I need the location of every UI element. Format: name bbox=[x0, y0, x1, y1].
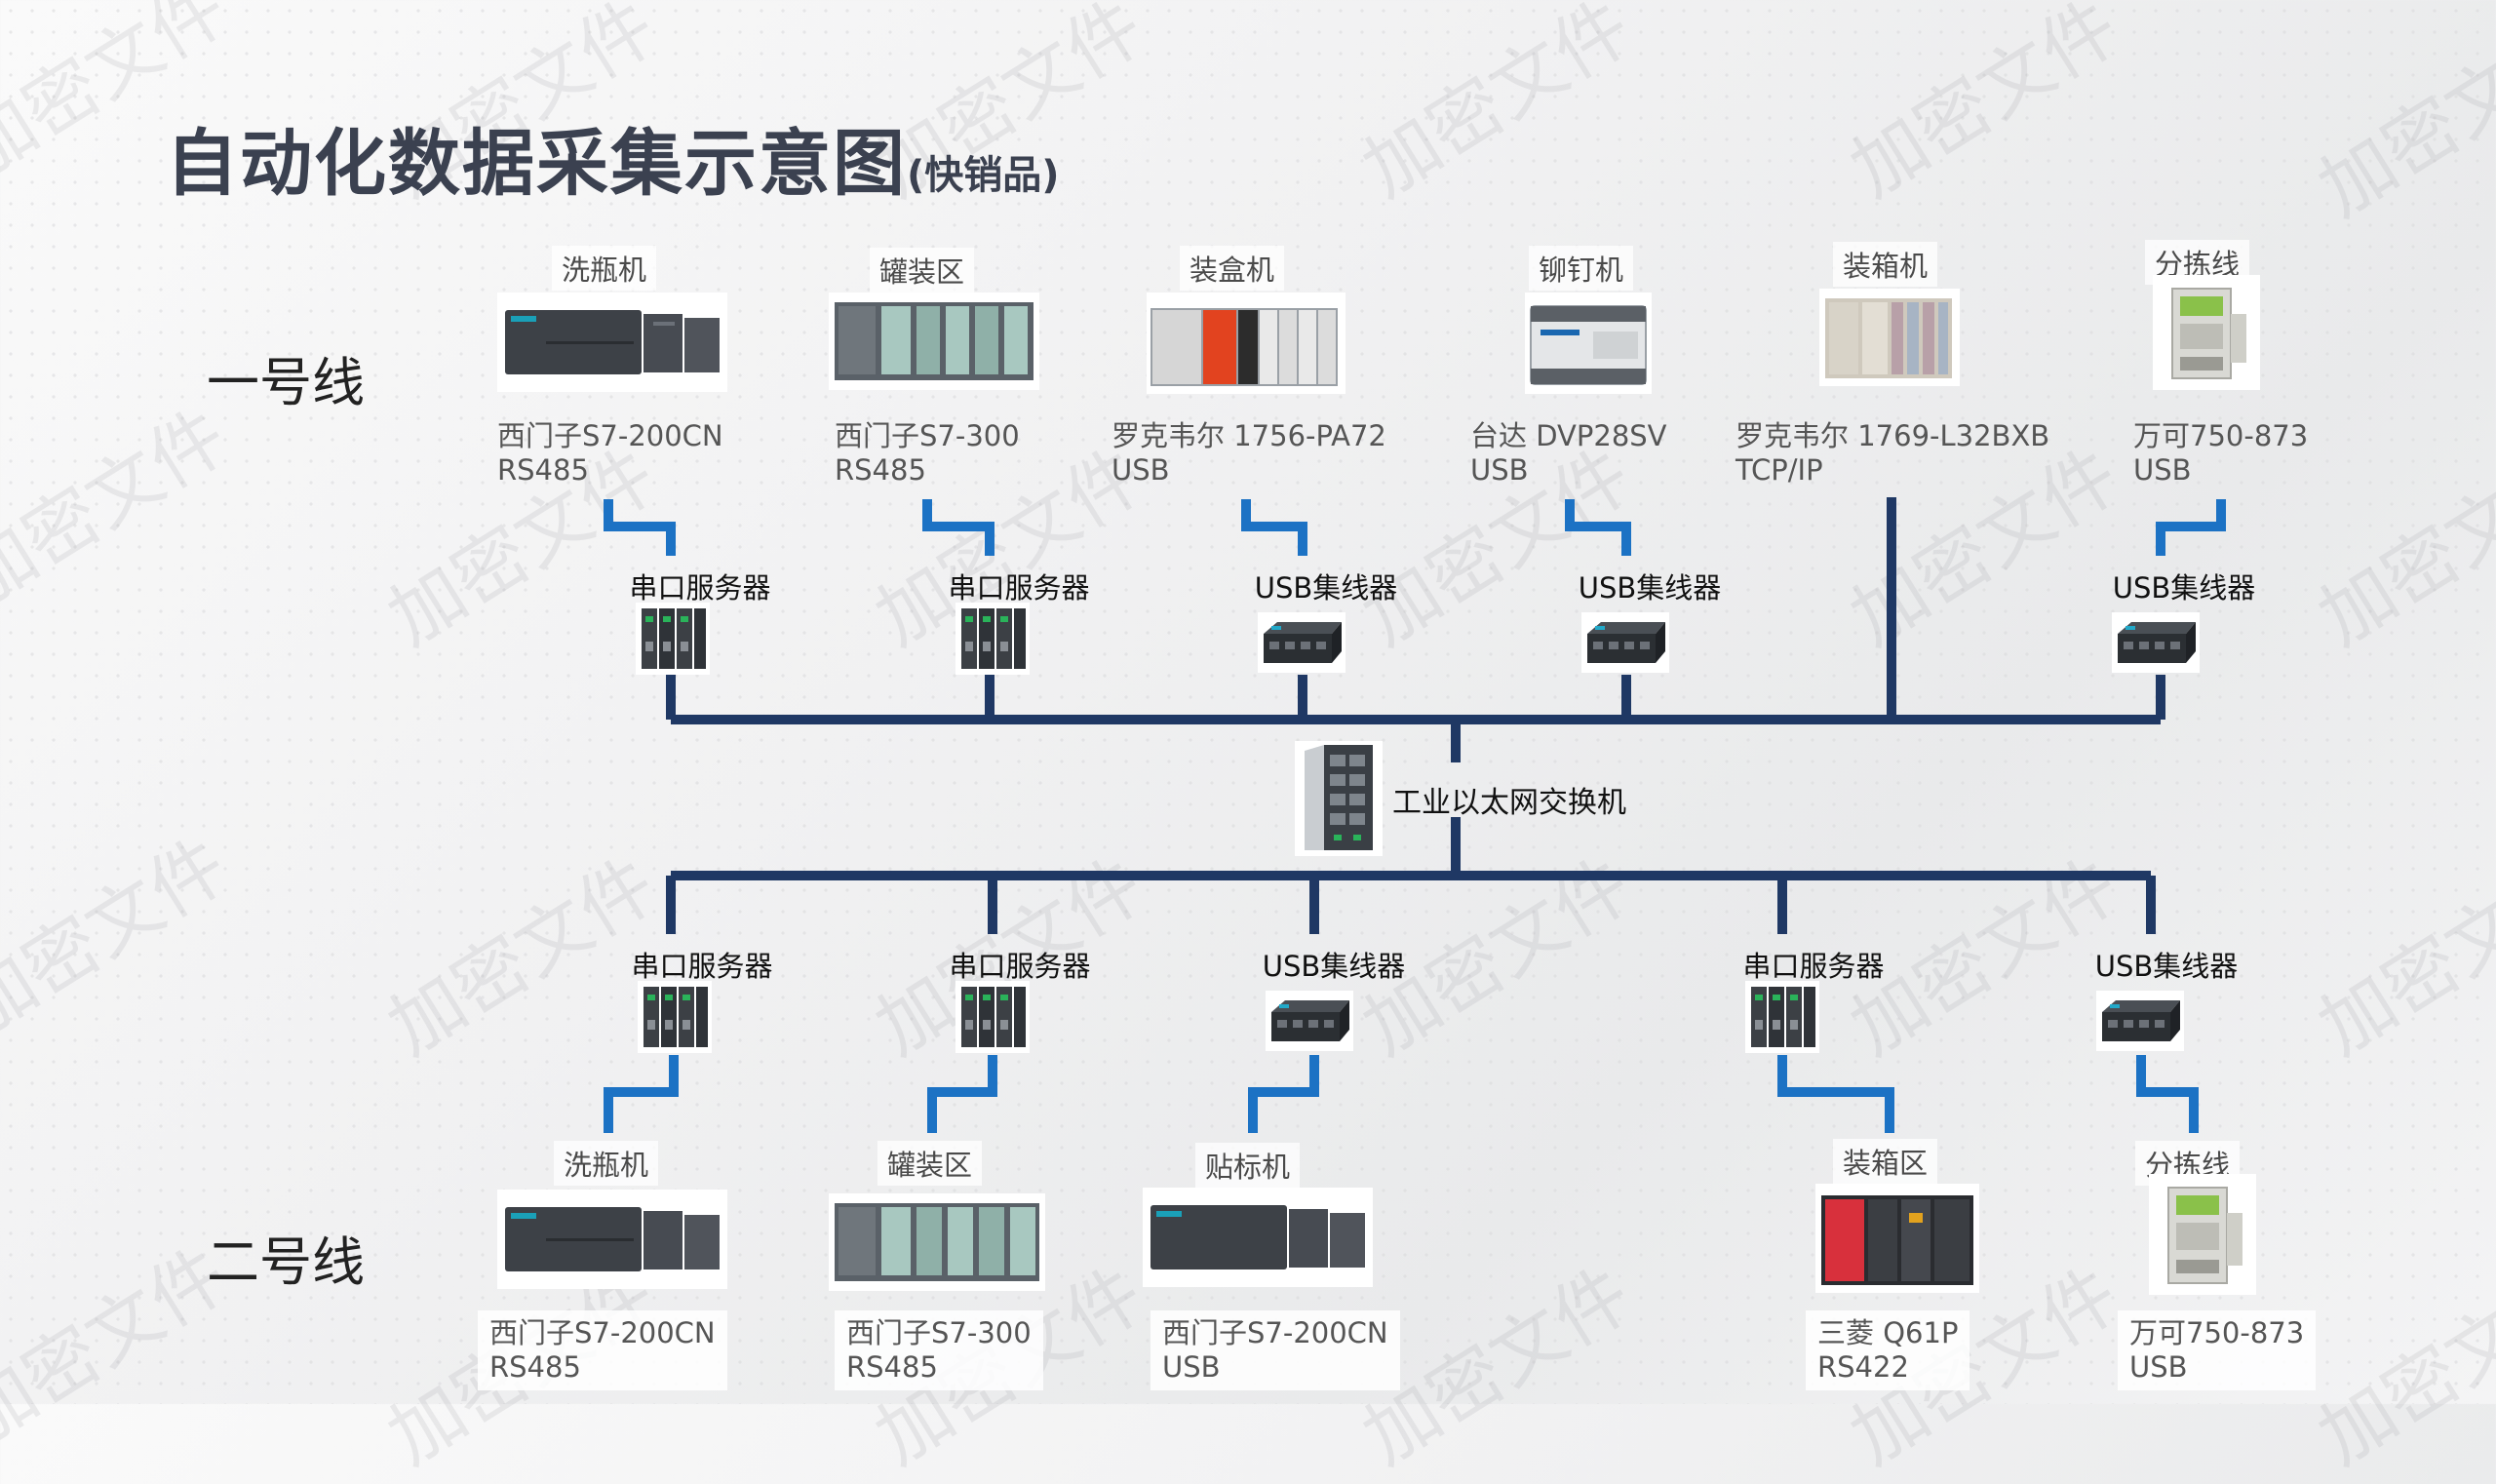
line1-interface-5: TCP/IP bbox=[1736, 453, 1823, 487]
line2-trunk bbox=[666, 817, 2156, 934]
line2-interface-5: USB bbox=[2129, 1350, 2188, 1384]
line1-machine-2-label: 罐装区 bbox=[870, 248, 975, 293]
line1-label: 一号线 bbox=[207, 352, 365, 413]
line2-branch-2 bbox=[927, 1055, 997, 1133]
line1-interface-2: RS485 bbox=[835, 453, 926, 487]
line1-device-3-label: USB集线器 bbox=[1254, 571, 1398, 605]
line2-device-3-label: USB集线器 bbox=[1262, 950, 1406, 983]
title-main: 自动化数据采集示意图 bbox=[166, 122, 907, 206]
line2-model-1: 西门子S7-200CN bbox=[489, 1316, 716, 1349]
line1-device-1-label: 串口服务器 bbox=[629, 571, 771, 605]
line1-model-1: 西门子S7-200CN bbox=[497, 419, 723, 452]
line2-device-2-label: 串口服务器 bbox=[949, 950, 1091, 983]
plc-compactlogix-icon bbox=[1819, 289, 1960, 386]
line2-device-5-label: USB集线器 bbox=[2094, 950, 2239, 983]
plc-s7-300-icon bbox=[829, 1193, 1045, 1291]
plc-s7-200-icon bbox=[497, 1190, 727, 1289]
line2-branch-5 bbox=[2136, 1055, 2199, 1133]
line1-device-6-label: USB集线器 bbox=[2112, 571, 2256, 605]
usb-hub-icon bbox=[2096, 991, 2184, 1051]
usb-hub-icon bbox=[1581, 612, 1669, 673]
line2-device-4-label: 串口服务器 bbox=[1742, 950, 1885, 983]
line1-branch-1 bbox=[604, 499, 676, 556]
usb-hub-icon bbox=[1258, 612, 1346, 673]
line2-machine-3-label: 贴标机 bbox=[1195, 1143, 1301, 1188]
line2-model-4: 三菱 Q61P bbox=[1817, 1316, 1959, 1349]
network-wiring bbox=[604, 497, 2226, 1133]
line2-model-3: 西门子S7-200CN bbox=[1162, 1316, 1388, 1349]
usb-hub-icon bbox=[1266, 991, 1353, 1051]
plc-s7-200-icon bbox=[497, 293, 727, 392]
line1-machine-5-label: 装箱机 bbox=[1833, 242, 1938, 287]
line2-model-2: 西门子S7-300 bbox=[846, 1316, 1032, 1349]
usb-hub-icon bbox=[2112, 612, 2200, 673]
line2-label: 二号线 bbox=[207, 1231, 365, 1293]
line2-interface-1: RS485 bbox=[489, 1350, 581, 1384]
page-title: 自动化数据采集示意图(快销品) bbox=[166, 105, 1060, 210]
ethernet-switch-icon bbox=[1295, 741, 1383, 856]
plc-wago-icon bbox=[2149, 1174, 2256, 1295]
serial-server-icon bbox=[956, 981, 1030, 1053]
line1-machine-3-label: 装盒机 bbox=[1180, 246, 1285, 291]
line1-device-4-label: USB集线器 bbox=[1578, 571, 1722, 605]
line2-interface-4: RS422 bbox=[1817, 1350, 1909, 1384]
serial-server-icon bbox=[956, 603, 1030, 675]
line1-model-2: 西门子S7-300 bbox=[835, 419, 1020, 452]
line2-interface-2: RS485 bbox=[846, 1350, 938, 1384]
plc-s7-300-icon bbox=[829, 293, 1039, 390]
serial-server-icon bbox=[636, 603, 710, 675]
line2-branch-1 bbox=[604, 1055, 679, 1133]
line2-interface-3: USB bbox=[1162, 1350, 1221, 1384]
line1-interface-4: USB bbox=[1470, 453, 1529, 487]
line2-machine-1-label: 洗瓶机 bbox=[554, 1141, 659, 1186]
line1-model-6: 万可750-873 bbox=[2133, 419, 2309, 452]
line1-interface-3: USB bbox=[1112, 453, 1170, 487]
serial-server-icon bbox=[638, 981, 712, 1053]
line1-machine-4-label: 铆钉机 bbox=[1529, 246, 1634, 291]
plc-mitsubishi-q-icon bbox=[1815, 1184, 1979, 1293]
line1-branch-3 bbox=[1241, 499, 1307, 556]
line1-interface-1: RS485 bbox=[497, 453, 589, 487]
line2-branch-4 bbox=[1777, 1055, 1894, 1133]
line1-device-2-label: 串口服务器 bbox=[948, 571, 1090, 605]
line2-machine-2-label: 罐装区 bbox=[878, 1141, 983, 1186]
title-sub: (快销品) bbox=[907, 153, 1060, 198]
line1-trunk bbox=[666, 497, 2165, 762]
line2-model-5: 万可750-873 bbox=[2129, 1316, 2305, 1349]
plc-controllogix-icon bbox=[1147, 293, 1346, 394]
plc-delta-icon bbox=[1525, 293, 1652, 394]
plc-s7-200-icon bbox=[1143, 1188, 1373, 1287]
switch-label: 工业以太网交换机 bbox=[1392, 786, 1626, 820]
plc-wago-icon bbox=[2153, 275, 2260, 390]
line1-model-5: 罗克韦尔 1769-L32BXB bbox=[1736, 419, 2050, 452]
line2-machine-4-label: 装箱区 bbox=[1833, 1139, 1938, 1184]
line1-model-3: 罗克韦尔 1756-PA72 bbox=[1112, 419, 1386, 452]
line1-machine-1-label: 洗瓶机 bbox=[552, 246, 657, 291]
line1-branch-6 bbox=[2156, 499, 2226, 556]
line1-model-4: 台达 DVP28SV bbox=[1470, 419, 1667, 452]
line1-branch-4 bbox=[1565, 499, 1631, 556]
line2-device-1-label: 串口服务器 bbox=[631, 950, 773, 983]
line1-interface-6: USB bbox=[2133, 453, 2192, 487]
line2-branch-3 bbox=[1248, 1055, 1319, 1133]
serial-server-icon bbox=[1745, 981, 1819, 1053]
line1-branch-2 bbox=[922, 499, 994, 556]
